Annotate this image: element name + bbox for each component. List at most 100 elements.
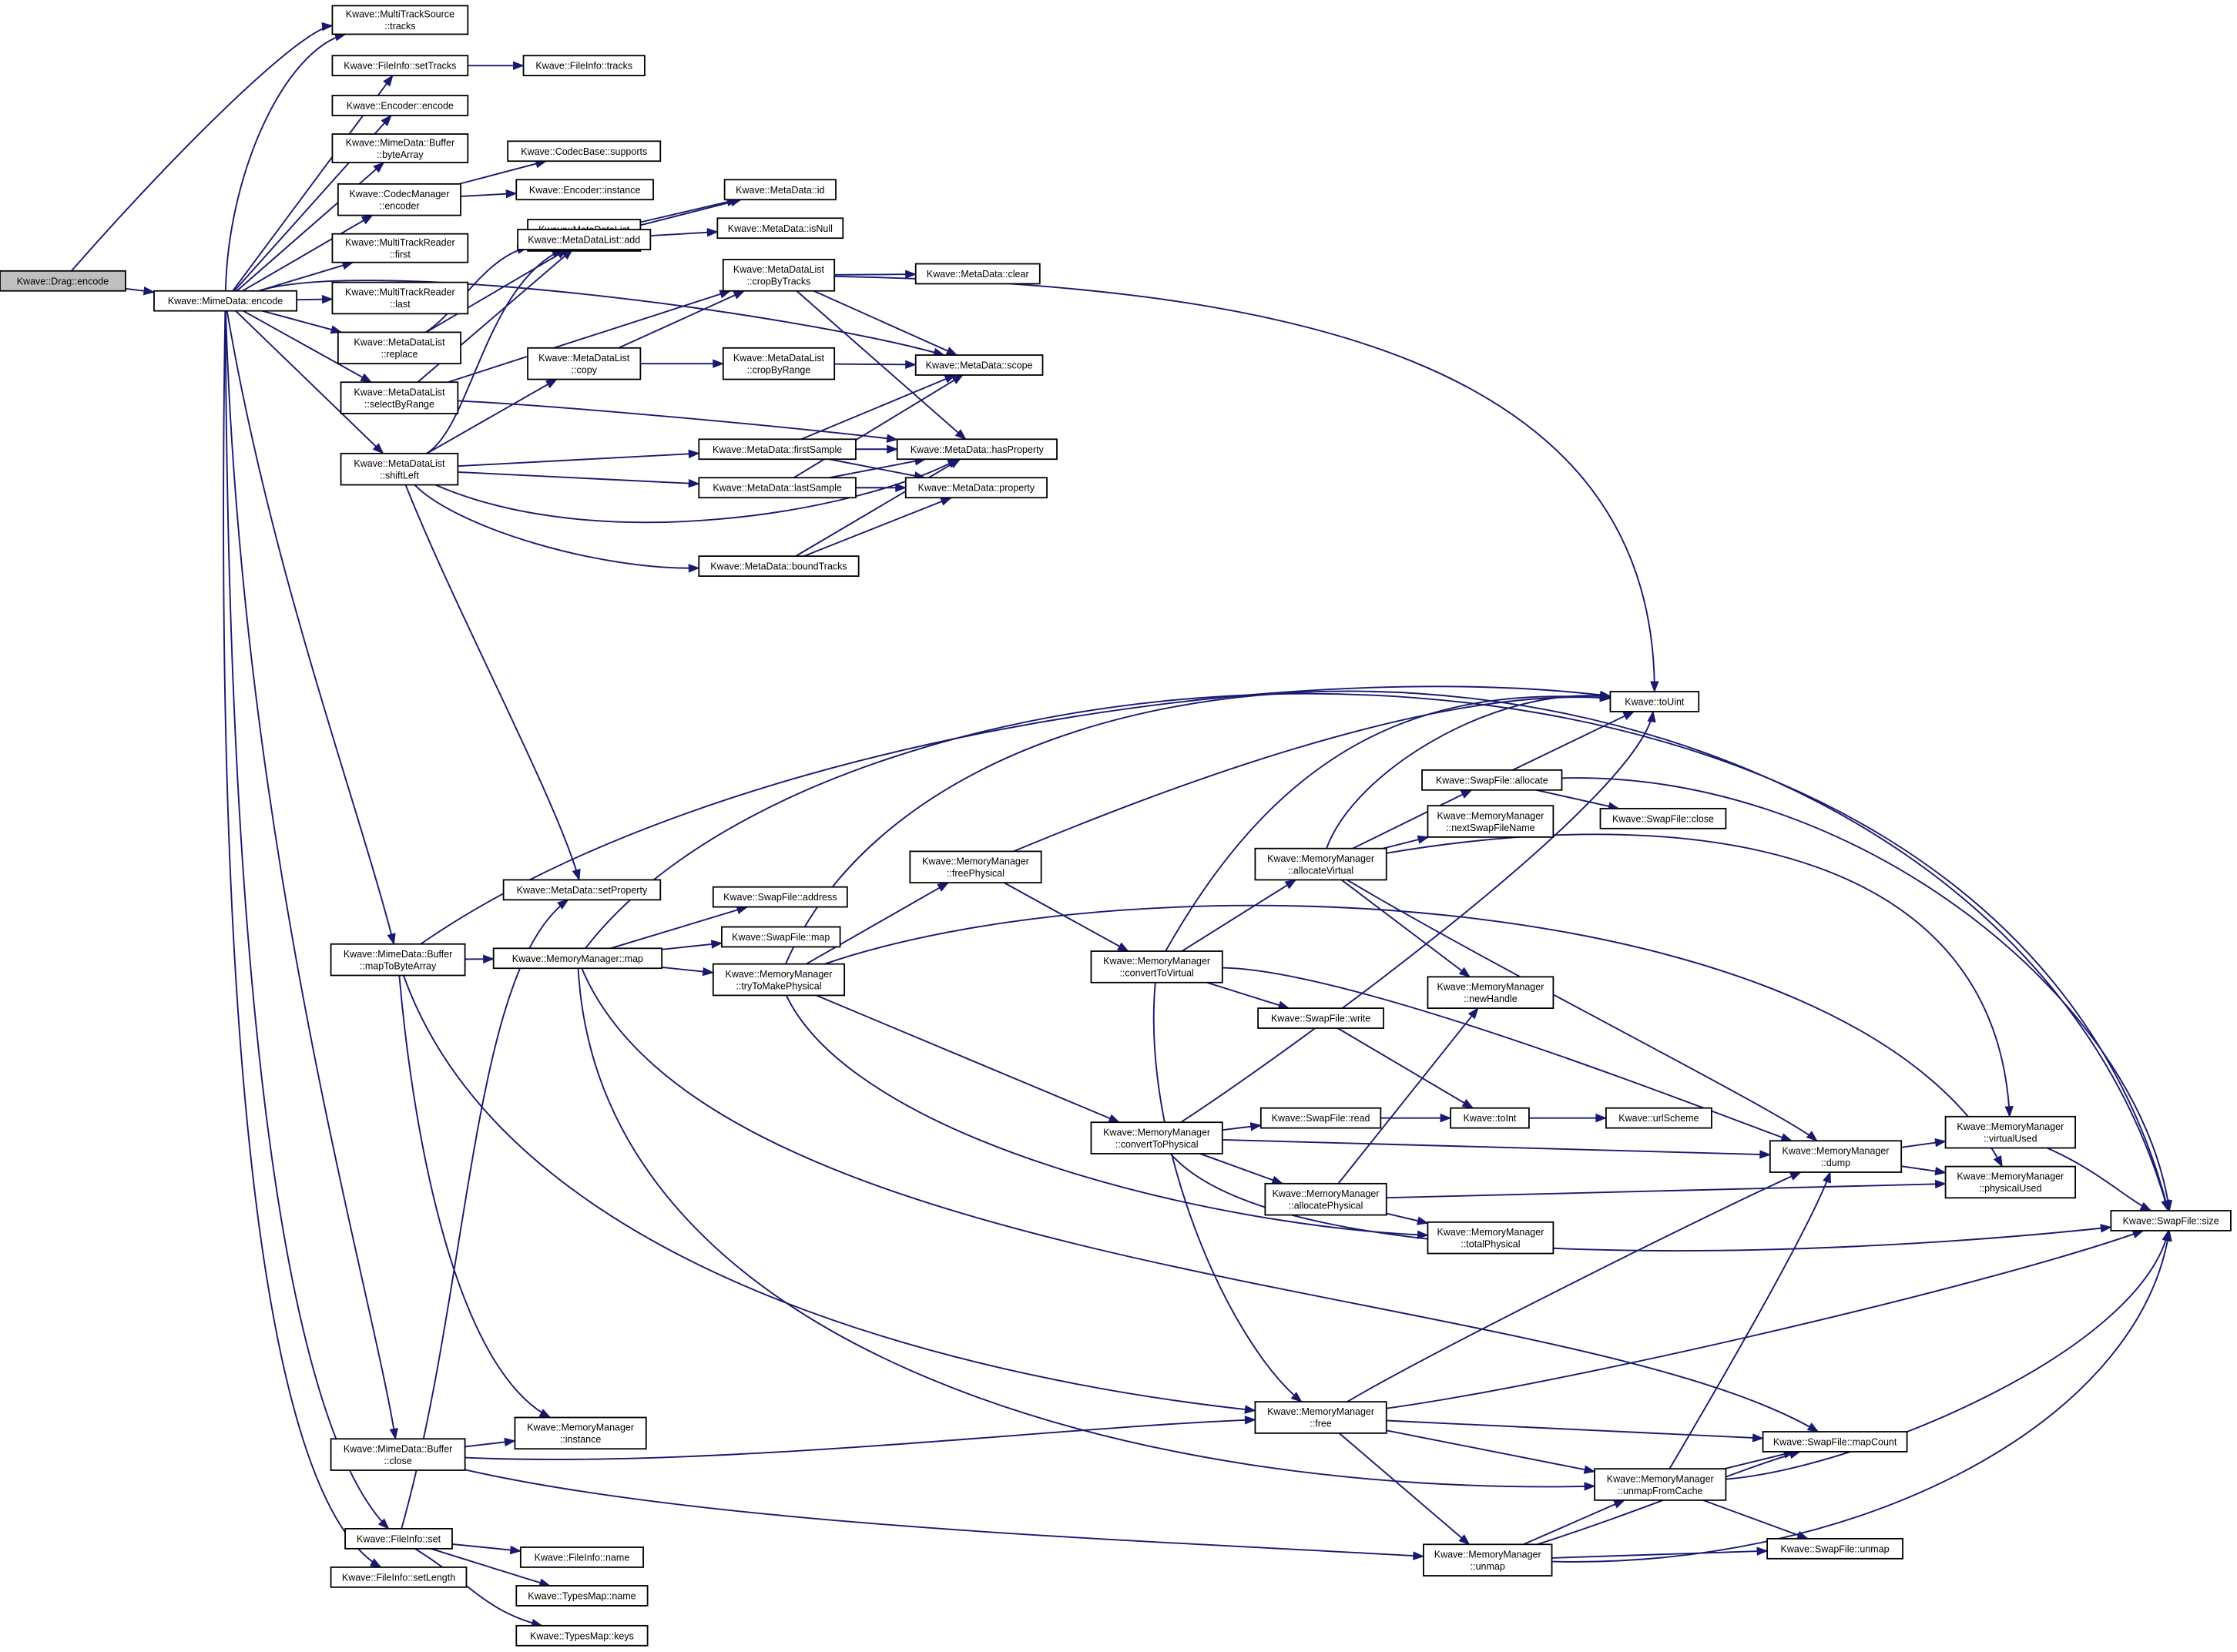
node-mdl-cropbytracks[interactable]: Kwave::MetaDataList::cropByTracks (722, 259, 836, 292)
node-box (344, 1528, 453, 1550)
node-label: ::free (1310, 1419, 1332, 1429)
node-mm-nextswap[interactable]: Kwave::MemoryManager::nextSwapFileName (1427, 805, 1554, 838)
node-mm-converttophysical[interactable]: Kwave::MemoryManager::convertToPhysical (1090, 1121, 1223, 1154)
node-urlscheme[interactable]: Kwave::urlScheme (1605, 1107, 1712, 1129)
node-tm-keys[interactable]: Kwave::TypesMap::keys (515, 1624, 649, 1647)
node-mm-dump[interactable]: Kwave::MemoryManager::dump (1769, 1140, 1903, 1173)
node-enc-instance[interactable]: Kwave::Encoder::instance (515, 179, 654, 201)
edge-mm-free-to-mm-dump (1347, 1171, 1801, 1402)
node-mtr-first[interactable]: Kwave::MultiTrackReader::first (331, 233, 469, 263)
node-cm-encoder[interactable]: Kwave::CodecManager::encoder (337, 183, 461, 216)
node-cb-supports[interactable]: Kwave::CodecBase::supports (507, 140, 662, 163)
node-mdl-shiftleft[interactable]: Kwave::MetaDataList::shiftLeft (340, 452, 459, 486)
edge-sf-allocate-to-sf-size (1561, 777, 2171, 1211)
node-md-scope[interactable]: Kwave::MetaData::scope (914, 354, 1044, 376)
node-label: Kwave::MimeData::Buffer (344, 949, 453, 960)
node-mdl-selectbyrange[interactable]: Kwave::MetaDataList::selectByRange (340, 381, 459, 414)
node-label: ::convertToPhysical (1115, 1139, 1199, 1150)
edge-md-lastsample-to-md-scope (793, 374, 964, 479)
node-mdl-add[interactable]: Kwave::MetaDataList::add (517, 229, 652, 250)
node-label: ::unmap (1471, 1561, 1505, 1572)
node-fi-tracks[interactable]: Kwave::FileInfo::tracks (522, 55, 646, 77)
node-mm-unmap[interactable]: Kwave::MemoryManager::unmap (1422, 1543, 1553, 1577)
node-mtr-last[interactable]: Kwave::MultiTrackReader::last (331, 281, 469, 315)
node-mdl-replace[interactable]: Kwave::MetaDataList::replace (337, 331, 461, 365)
node-label: ::dump (1821, 1158, 1850, 1168)
node-label: ::replace (381, 349, 418, 360)
node-mm-unmapfromcache[interactable]: Kwave::MemoryManager::unmapFromCache (1594, 1468, 1727, 1501)
edge-mm-converttophysical-to-mm-dump (1222, 1138, 1770, 1156)
node-md-setproperty[interactable]: Kwave::MetaData::setProperty (502, 879, 662, 901)
node-sf-write[interactable]: Kwave::SwapFile::write (1257, 1007, 1384, 1029)
node-touint[interactable]: Kwave::toUint (1609, 691, 1700, 712)
node-box (515, 179, 654, 201)
edge-mm-free-to-mm-unmapfromcache (1386, 1429, 1595, 1473)
node-root[interactable]: Kwave::Drag::encode (0, 270, 126, 292)
node-sf-size[interactable]: Kwave::SwapFile::size (2110, 1210, 2232, 1231)
arrowhead (1613, 1500, 1626, 1509)
node-mdl-cropbyrange[interactable]: Kwave::MetaDataList::cropByRange (722, 347, 836, 380)
node-mm-instance[interactable]: Kwave::MemoryManager::instance (514, 1416, 647, 1450)
node-md-boundtracks[interactable]: Kwave::MetaData::boundTracks (698, 555, 860, 577)
node-box (1090, 950, 1223, 983)
node-md-id[interactable]: Kwave::MetaData::id (723, 179, 837, 201)
node-sf-map[interactable]: Kwave::SwapFile::map (721, 926, 841, 948)
node-sf-address[interactable]: Kwave::SwapFile::address (712, 886, 848, 908)
node-fi-name[interactable]: Kwave::FileInfo::name (519, 1546, 644, 1568)
node-mm-map[interactable]: Kwave::MemoryManager::map (492, 947, 663, 970)
node-md-isnull[interactable]: Kwave::MetaData::isNull (716, 217, 844, 240)
node-label: Kwave::toInt (1464, 1113, 1517, 1124)
node-mdl-copy[interactable]: Kwave::MetaDataList::copy (527, 347, 642, 380)
node-buf-maptobytearray[interactable]: Kwave::MimeData::Buffer::mapToByteArray (330, 943, 466, 977)
node-sf-allocate[interactable]: Kwave::SwapFile::allocate (1421, 769, 1563, 791)
arrowhead (1934, 1138, 1947, 1148)
arrowhead (1244, 1405, 1256, 1414)
node-box (0, 270, 126, 292)
node-mm-allocphysical[interactable]: Kwave::MemoryManager::allocatePhysical (1264, 1182, 1387, 1216)
edge-buf-maptobytearray-to-mm-free (402, 975, 1256, 1412)
node-md-lastsample[interactable]: Kwave::MetaData::lastSample (698, 477, 857, 499)
node-sf-read[interactable]: Kwave::SwapFile::read (1259, 1107, 1382, 1129)
node-mm-allocvirtual[interactable]: Kwave::MemoryManager::allocateVirtual (1254, 847, 1387, 881)
node-mm-trytomake[interactable]: Kwave::MemoryManager::tryToMakePhysical (712, 963, 846, 997)
node-tm-name[interactable]: Kwave::TypesMap::name (515, 1585, 649, 1607)
node-mm-totalphysical[interactable]: Kwave::MemoryManager::totalPhysical (1427, 1221, 1554, 1255)
node-mm-physicalused[interactable]: Kwave::MemoryManager::physicalUsed (1944, 1165, 2076, 1199)
node-mm-newhandle[interactable]: Kwave::MemoryManager::newHandle (1427, 976, 1554, 1009)
node-md-hasproperty[interactable]: Kwave::MetaData::hasProperty (896, 438, 1058, 461)
node-toint[interactable]: Kwave::toInt (1450, 1107, 1530, 1129)
node-sf-unmap[interactable]: Kwave::SwapFile::unmap (1766, 1537, 1903, 1560)
node-mm-virtualused[interactable]: Kwave::MemoryManager::virtualUsed (1944, 1115, 2076, 1149)
node-fi-settracks[interactable]: Kwave::FileInfo::setTracks (331, 55, 469, 77)
node-mts-tracks[interactable]: Kwave::MultiTrackSource::tracks (331, 5, 469, 35)
node-sf-close[interactable]: Kwave::SwapFile::close (1599, 807, 1727, 829)
node-buf-close[interactable]: Kwave::MimeData::Buffer::close (330, 1438, 466, 1471)
node-mm-converttovirtual[interactable]: Kwave::MemoryManager::convertToVirtual (1090, 950, 1223, 983)
node-box (507, 140, 662, 163)
node-buf-bytearray[interactable]: Kwave::MimeData::Buffer::byteArray (331, 133, 469, 163)
node-fi-setlength[interactable]: Kwave::FileInfo::setLength (330, 1567, 468, 1588)
edge-mime-encode-to-buf-close (225, 310, 397, 1439)
arrowhead (1823, 1171, 1831, 1184)
arrowhead (2004, 1106, 2014, 1118)
arrowhead (383, 75, 394, 87)
node-mm-freephysical[interactable]: Kwave::MemoryManager::freePhysical (909, 850, 1042, 884)
edge-md-lastsample-to-md-hasproperty (829, 458, 926, 479)
node-box (1762, 1431, 1908, 1453)
arrowhead (361, 214, 374, 225)
arrowhead (1752, 1433, 1764, 1443)
node-fi-set[interactable]: Kwave::FileInfo::set (344, 1528, 453, 1550)
node-box (1264, 1182, 1387, 1216)
node-label: Kwave::MetaDataList (733, 264, 825, 275)
node-enc-encode[interactable]: Kwave::Encoder::encode (331, 95, 469, 116)
edge-mm-trytomake-to-mm-converttophysical (816, 994, 1120, 1124)
node-label: Kwave::MemoryManager (1783, 1145, 1890, 1156)
node-md-clear[interactable]: Kwave::MetaData::clear (914, 263, 1041, 285)
node-md-property[interactable]: Kwave::MetaData::property (904, 477, 1048, 499)
edge-mm-trytomake-to-mm-freephysical (806, 882, 949, 965)
arrowhead (321, 294, 334, 304)
node-sf-mapcount[interactable]: Kwave::SwapFile::mapCount (1762, 1431, 1908, 1453)
node-mime-encode[interactable]: Kwave::MimeData::encode (153, 290, 298, 312)
node-mm-free[interactable]: Kwave::MemoryManager::free (1254, 1401, 1387, 1434)
node-md-firstsample[interactable]: Kwave::MetaData::firstSample (698, 438, 857, 461)
